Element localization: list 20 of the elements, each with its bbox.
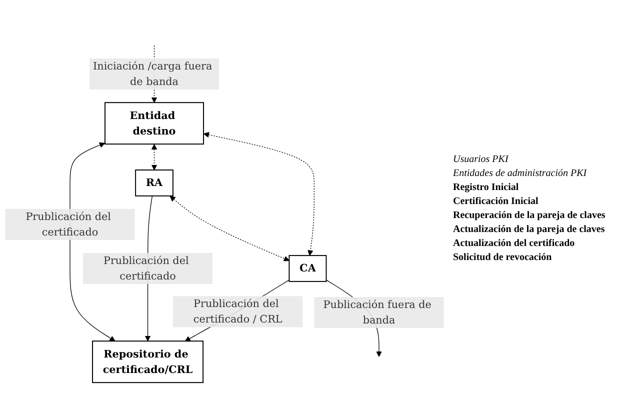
arrow <box>170 195 290 261</box>
node-box: RA <box>135 169 174 196</box>
region-label: Entidades de administración PKI <box>453 168 588 179</box>
operation-label: Certificación Inicial <box>453 196 540 207</box>
region-label: Usuarios PKI <box>453 154 510 165</box>
operation-label: Actualización de la pareja de claves <box>453 224 606 235</box>
node-box: CA <box>288 254 327 282</box>
edge-label: Prublicación del certificado <box>26 210 111 238</box>
operation-label: Registro Inicial <box>453 182 520 193</box>
operation-label: Actualización del certificado <box>453 238 576 249</box>
arrow <box>151 144 158 170</box>
node-box: Entidad destino <box>104 102 204 144</box>
arrow <box>204 132 315 256</box>
edge-label: Prublicación del certificado <box>103 254 189 282</box>
edge-label: Publicación fuera de banda <box>323 298 432 326</box>
operation-label: Solicitud de revocación <box>453 252 553 263</box>
edge-label: Prublicación del certificado / CRL <box>193 297 282 325</box>
edge-label: Iniciación /carga fuera de banda <box>93 59 212 88</box>
node-box: Repositorio de certificado/CRL <box>92 340 204 383</box>
operation-label: Recuperación de la pareja de claves <box>453 210 606 221</box>
